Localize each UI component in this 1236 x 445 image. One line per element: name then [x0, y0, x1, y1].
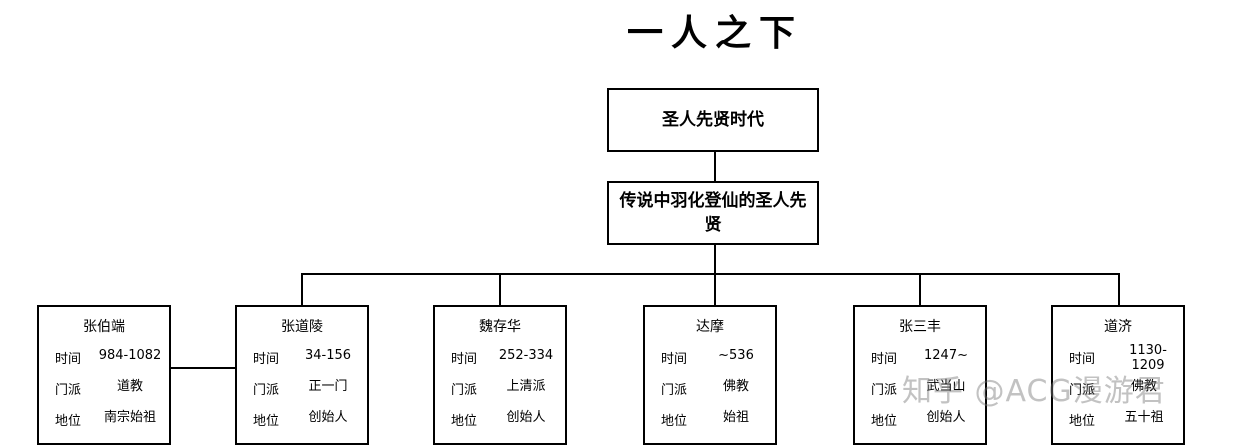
person-card: 魏存华 时间 252-334 门派 上清派 地位 创始人 — [433, 305, 567, 445]
row-label: 时间 — [253, 352, 280, 367]
connector-drop — [714, 273, 716, 305]
connector-side-link — [171, 367, 235, 369]
row-value: 佛教 — [722, 379, 749, 394]
row-value: 创始人 — [506, 410, 546, 425]
watermark: 知乎 @ACG漫游君 — [902, 374, 1166, 409]
person-card: 张道陵 时间 34-156 门派 正一门 地位 创始人 — [235, 305, 369, 445]
row-value: 创始人 — [926, 410, 966, 425]
row-label: 时间 — [451, 352, 478, 367]
row-label: 门派 — [661, 383, 688, 398]
person-name: 达摩 — [696, 319, 724, 335]
row-label: 时间 — [1069, 352, 1096, 367]
row-label: 地位 — [871, 414, 898, 429]
person-card: 张三丰 时间 1247~ 门派 武当山 地位 创始人 — [853, 305, 987, 445]
row-value: 上清派 — [506, 379, 546, 394]
row-label: 地位 — [661, 414, 688, 429]
row-label: 时间 — [661, 352, 688, 367]
row-value: 南宗始祖 — [103, 410, 156, 425]
connector-sub-bus — [714, 245, 716, 273]
row-value: ~536 — [718, 348, 754, 363]
row-label: 地位 — [55, 414, 82, 429]
row-value: 34-156 — [304, 348, 352, 363]
row-value: 始祖 — [722, 410, 749, 425]
root-node: 圣人先贤时代 — [607, 88, 819, 152]
row-label: 门派 — [451, 383, 478, 398]
sub-node: 传说中羽化登仙的圣人先贤 — [607, 181, 819, 245]
person-name: 魏存华 — [479, 319, 521, 335]
row-label: 时间 — [55, 352, 82, 367]
row-label: 门派 — [253, 383, 280, 398]
diagram-title: 一人之下 — [626, 12, 803, 54]
row-label: 地位 — [451, 414, 478, 429]
row-value: 1130-1209 — [1129, 343, 1167, 373]
person-card: 达摩 时间 ~536 门派 佛教 地位 始祖 — [643, 305, 777, 445]
row-value: 1247~ — [924, 348, 968, 363]
person-name: 张道陵 — [281, 319, 323, 335]
person-card: 张伯端 时间 984-1082 门派 道教 地位 南宗始祖 — [37, 305, 171, 445]
row-label: 时间 — [871, 352, 898, 367]
row-value: 佛教 — [1130, 379, 1157, 394]
person-name: 张伯端 — [83, 319, 125, 335]
row-value: 252-334 — [498, 348, 554, 363]
person-name: 道济 — [1104, 319, 1132, 335]
connector-drop — [919, 273, 921, 305]
row-label: 门派 — [55, 383, 82, 398]
connector-drop — [301, 273, 303, 305]
row-value: 正一门 — [308, 379, 348, 394]
row-label: 地位 — [253, 414, 280, 429]
row-value: 道教 — [116, 379, 143, 394]
row-value: 五十祖 — [1124, 410, 1164, 425]
sub-node-label: 传说中羽化登仙的圣人先贤 — [619, 191, 807, 235]
row-label: 门派 — [871, 383, 898, 398]
connector-drop — [1118, 273, 1120, 305]
person-name: 张三丰 — [899, 319, 941, 335]
row-value: 984-1082 — [98, 348, 162, 363]
row-label: 门派 — [1069, 383, 1096, 398]
row-value: 武当山 — [926, 379, 966, 394]
row-label: 地位 — [1069, 414, 1096, 429]
connector-root-sub — [714, 152, 716, 181]
root-node-label: 圣人先贤时代 — [662, 110, 764, 130]
connector-drop — [499, 273, 501, 305]
row-value: 创始人 — [308, 410, 348, 425]
horizontal-bus — [301, 273, 1120, 275]
